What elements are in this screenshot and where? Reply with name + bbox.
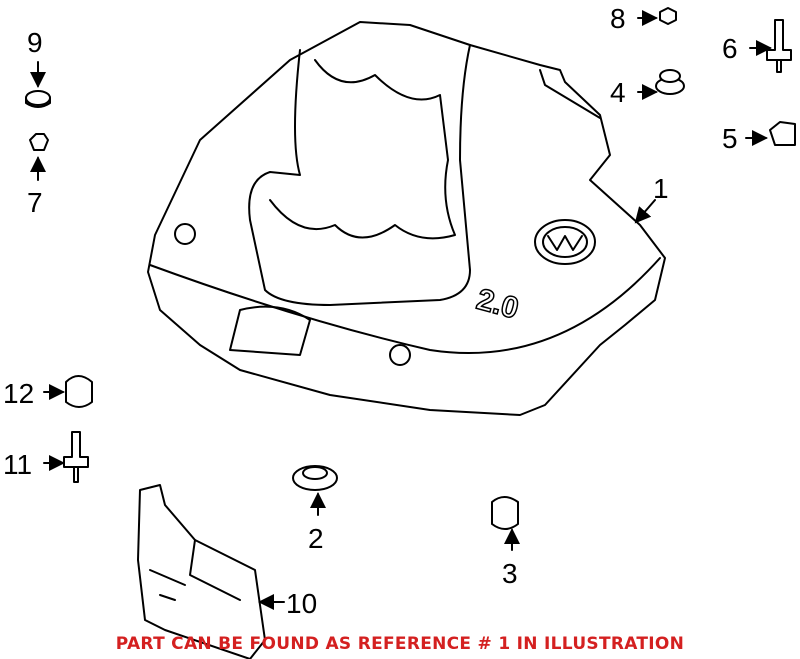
part-12-bushing: [65, 375, 93, 408]
part-4-grommet: [655, 69, 685, 95]
callout-8: 8: [610, 3, 626, 34]
part-11-stud: [63, 431, 89, 483]
callout-11: 11: [3, 449, 32, 480]
part-3-bushing: [491, 496, 519, 530]
reference-note: PART CAN BE FOUND AS REFERENCE # 1 IN IL…: [115, 634, 685, 654]
callout-4: 4: [610, 77, 626, 108]
part-6-stud: [766, 19, 792, 73]
engine-cover: 2.0: [147, 21, 666, 416]
callout-7: 7: [27, 187, 43, 218]
callout-2: 2: [308, 523, 324, 554]
part-7-nut: [29, 133, 49, 151]
callout-1: 1: [653, 173, 669, 204]
part-2-grommet: [292, 465, 338, 491]
part-5-cap: [769, 121, 796, 146]
callout-6: 6: [722, 33, 738, 64]
callout-3: 3: [502, 558, 518, 589]
callout-12: 12: [3, 378, 34, 409]
part-10-bracket: [137, 484, 266, 659]
vw-logo: [534, 219, 596, 265]
leader-arrows: [30, 10, 772, 610]
part-9-cap: [25, 90, 51, 108]
callout-10: 10: [286, 588, 317, 619]
callout-5: 5: [722, 123, 738, 154]
part-8-nut: [659, 7, 677, 25]
callout-9: 9: [27, 27, 43, 58]
